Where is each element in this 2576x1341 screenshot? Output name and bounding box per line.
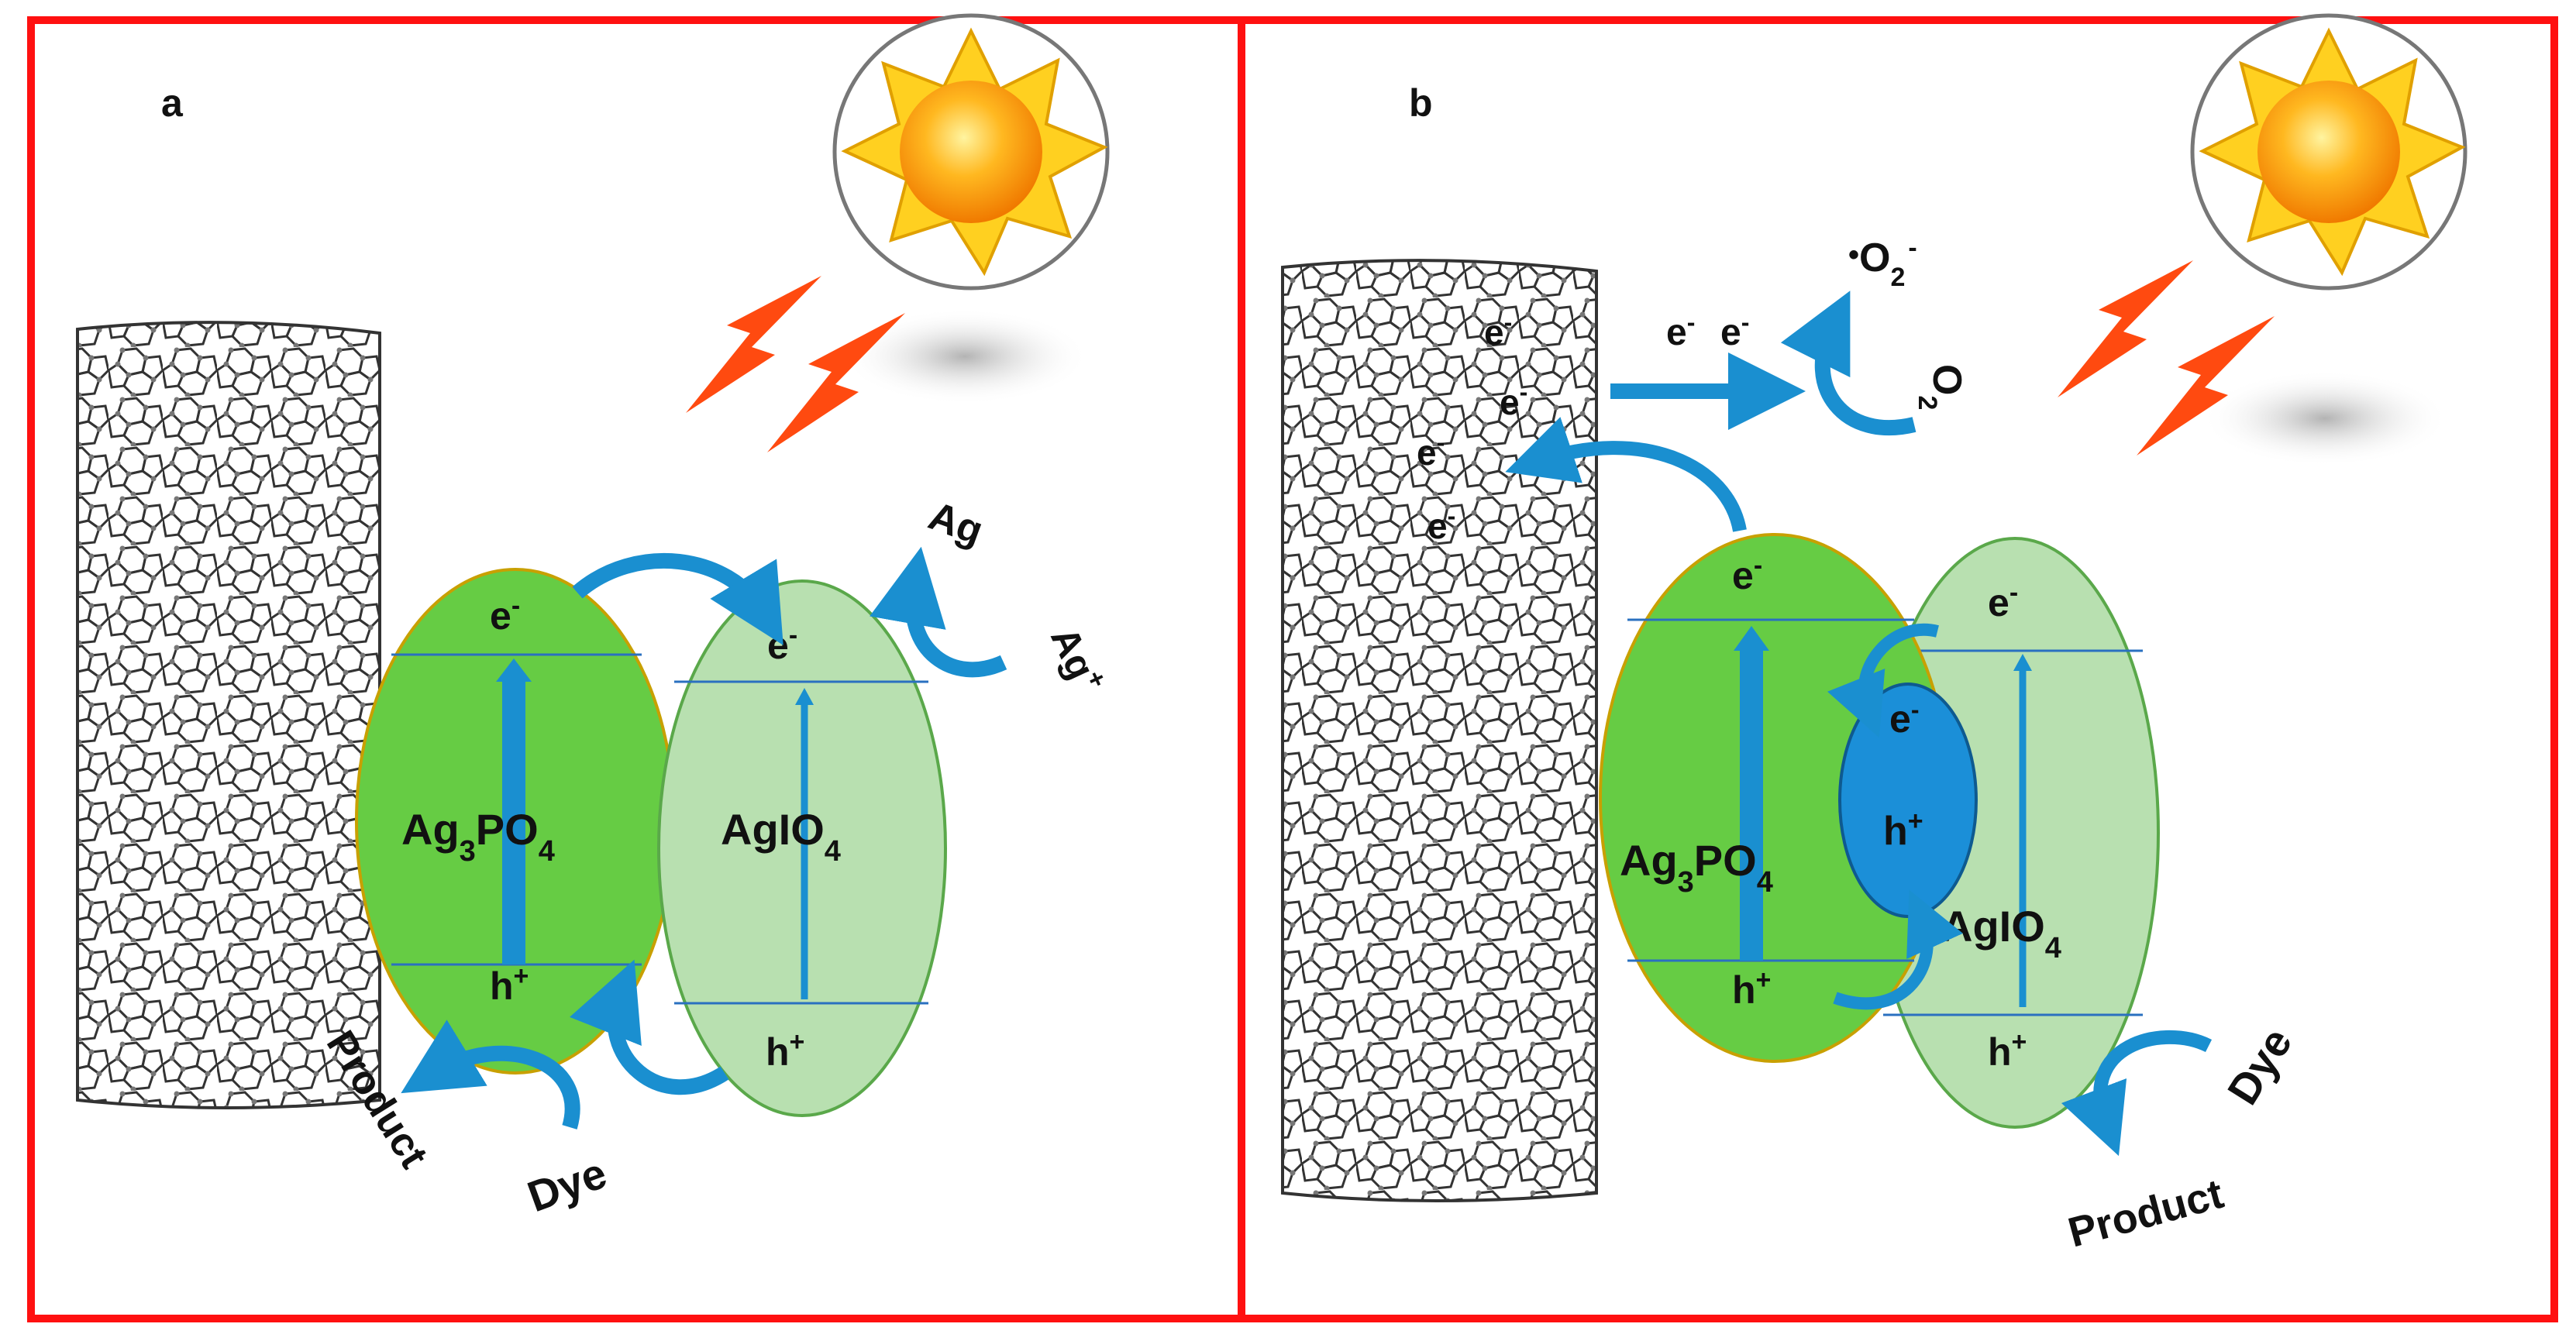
light-glow (841, 308, 1089, 404)
panel-a-label: a (161, 81, 184, 125)
electron-label: e- (1484, 308, 1512, 352)
ag3po4-label: Ag3PO4 (401, 805, 555, 868)
hole-transfer-arrow (570, 959, 729, 1095)
svg-text:AgIO4: AgIO4 (721, 805, 841, 868)
agio4-label: AgIO4 (721, 805, 841, 868)
lightning-icon (767, 313, 905, 452)
excitation-arrow (1740, 651, 1763, 961)
electron-label: e- (1666, 308, 1695, 353)
ag-ion-label: Ag+ (1042, 619, 1113, 700)
hole-label: h+ (1732, 965, 1771, 1012)
electron-label: e- (1720, 308, 1749, 353)
panel-b: b e- e- e- e- e- e- •O2- O2 (1281, 13, 2468, 1257)
hole-label: h+ (766, 1027, 804, 1074)
hole-label: h+ (490, 961, 529, 1008)
electron-label: e- (490, 591, 520, 638)
panel-a: a Ag3PO4 (76, 13, 1113, 1221)
electron-transfer-arrow (572, 552, 783, 645)
superoxide-label: •O2- (1848, 233, 1917, 292)
electron-label: e- (1427, 502, 1455, 546)
svg-text:Ag3PO4: Ag3PO4 (1620, 836, 1773, 899)
o2-reduction-arrow (1780, 291, 1917, 436)
hole-label: h+ (1883, 806, 1923, 854)
sun-icon (2190, 13, 2468, 291)
hole-transfer-arrow (1833, 889, 1963, 1010)
ag-label: Ag (923, 493, 989, 554)
electron-label: e- (1988, 578, 2018, 624)
electron-transfer-arrow (1505, 417, 1747, 532)
ag-reduction-arrow (870, 546, 1007, 678)
product-label: Product (2064, 1171, 2229, 1257)
light-glow (2201, 370, 2449, 466)
carbon-nanotube (76, 321, 381, 1109)
dye-label: Dye (522, 1148, 613, 1221)
lightning-icon (2058, 260, 2193, 397)
excitation-arrow (502, 682, 525, 964)
lightning-icon (2137, 316, 2275, 456)
electron-label: e- (1500, 378, 1527, 422)
electron-label: e- (1732, 551, 1762, 597)
electron-label: e- (1889, 696, 1919, 741)
ag3po4-label: Ag3PO4 (1620, 836, 1773, 899)
electron-transfer-arrow (1827, 624, 1939, 738)
panel-b-label: b (1409, 81, 1433, 125)
dye-oxidation-arrow (2061, 1030, 2213, 1157)
o2-label: O2 (1913, 364, 1969, 410)
dye-label: Dye (2218, 1020, 2302, 1113)
lightning-icon (686, 276, 821, 413)
hole-label: h+ (1988, 1027, 2027, 1074)
carbon-nanotube (1281, 259, 1598, 1202)
electron-label: e- (1417, 428, 1445, 473)
panel-b-frame (1238, 16, 2558, 1322)
dye-oxidation-arrow (401, 1020, 580, 1130)
sun-icon (832, 13, 1110, 291)
svg-text:Ag3PO4: Ag3PO4 (401, 805, 555, 868)
